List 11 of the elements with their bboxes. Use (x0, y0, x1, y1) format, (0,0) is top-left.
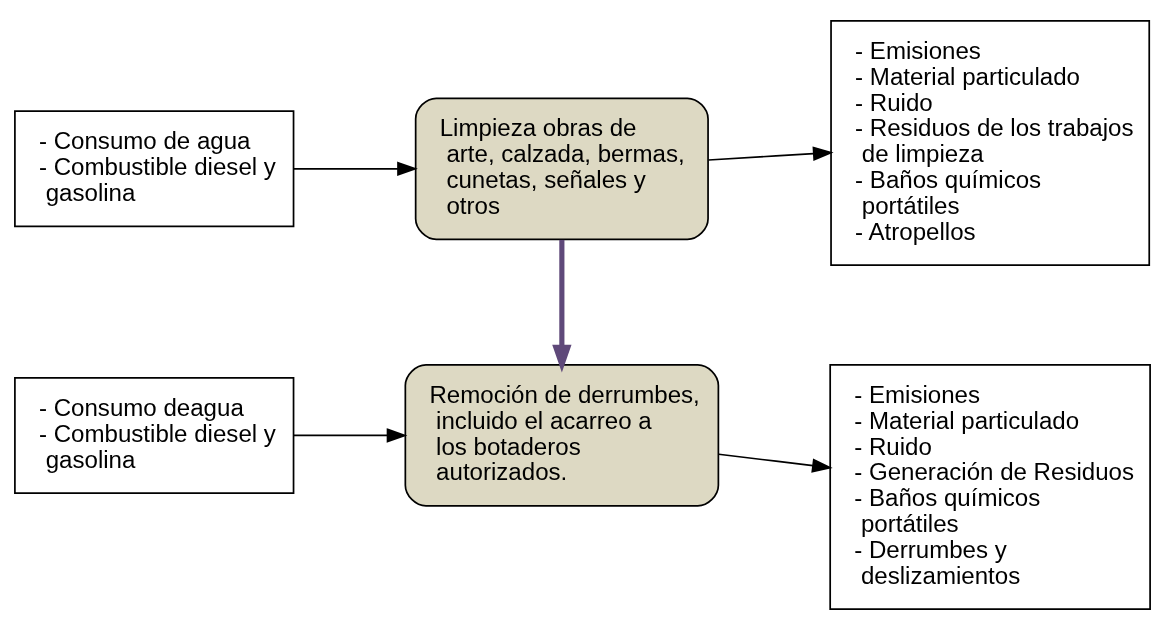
node-box: - Emisiones - Material particulado - Ruido - Generación de Residuos - Baños químicos portátiles - Derrumbes y deslizamientos (829, 364, 1151, 610)
arrow (293, 428, 408, 443)
node-box: - Consumo deagua - Combustible diesel y gasolina (14, 376, 295, 494)
node-box: Limpieza obras de arte, calzada, bermas, cunetas, señales y otros (414, 97, 709, 241)
arrow (717, 453, 833, 473)
node-box: - Consumo de agua - Combustible diesel y gasolina (14, 110, 295, 228)
node-box: - Emisiones - Material particulado - Ruido - Residuos de los trabajos de limpieza - Baños químicos portátiles - Atropellos (830, 20, 1151, 266)
arrow (293, 161, 418, 177)
arrow (707, 146, 834, 161)
node-box: Remoción de derrumbes, incluido el acarreo a los botaderos autorizados. (404, 364, 720, 507)
arrow (552, 239, 572, 373)
